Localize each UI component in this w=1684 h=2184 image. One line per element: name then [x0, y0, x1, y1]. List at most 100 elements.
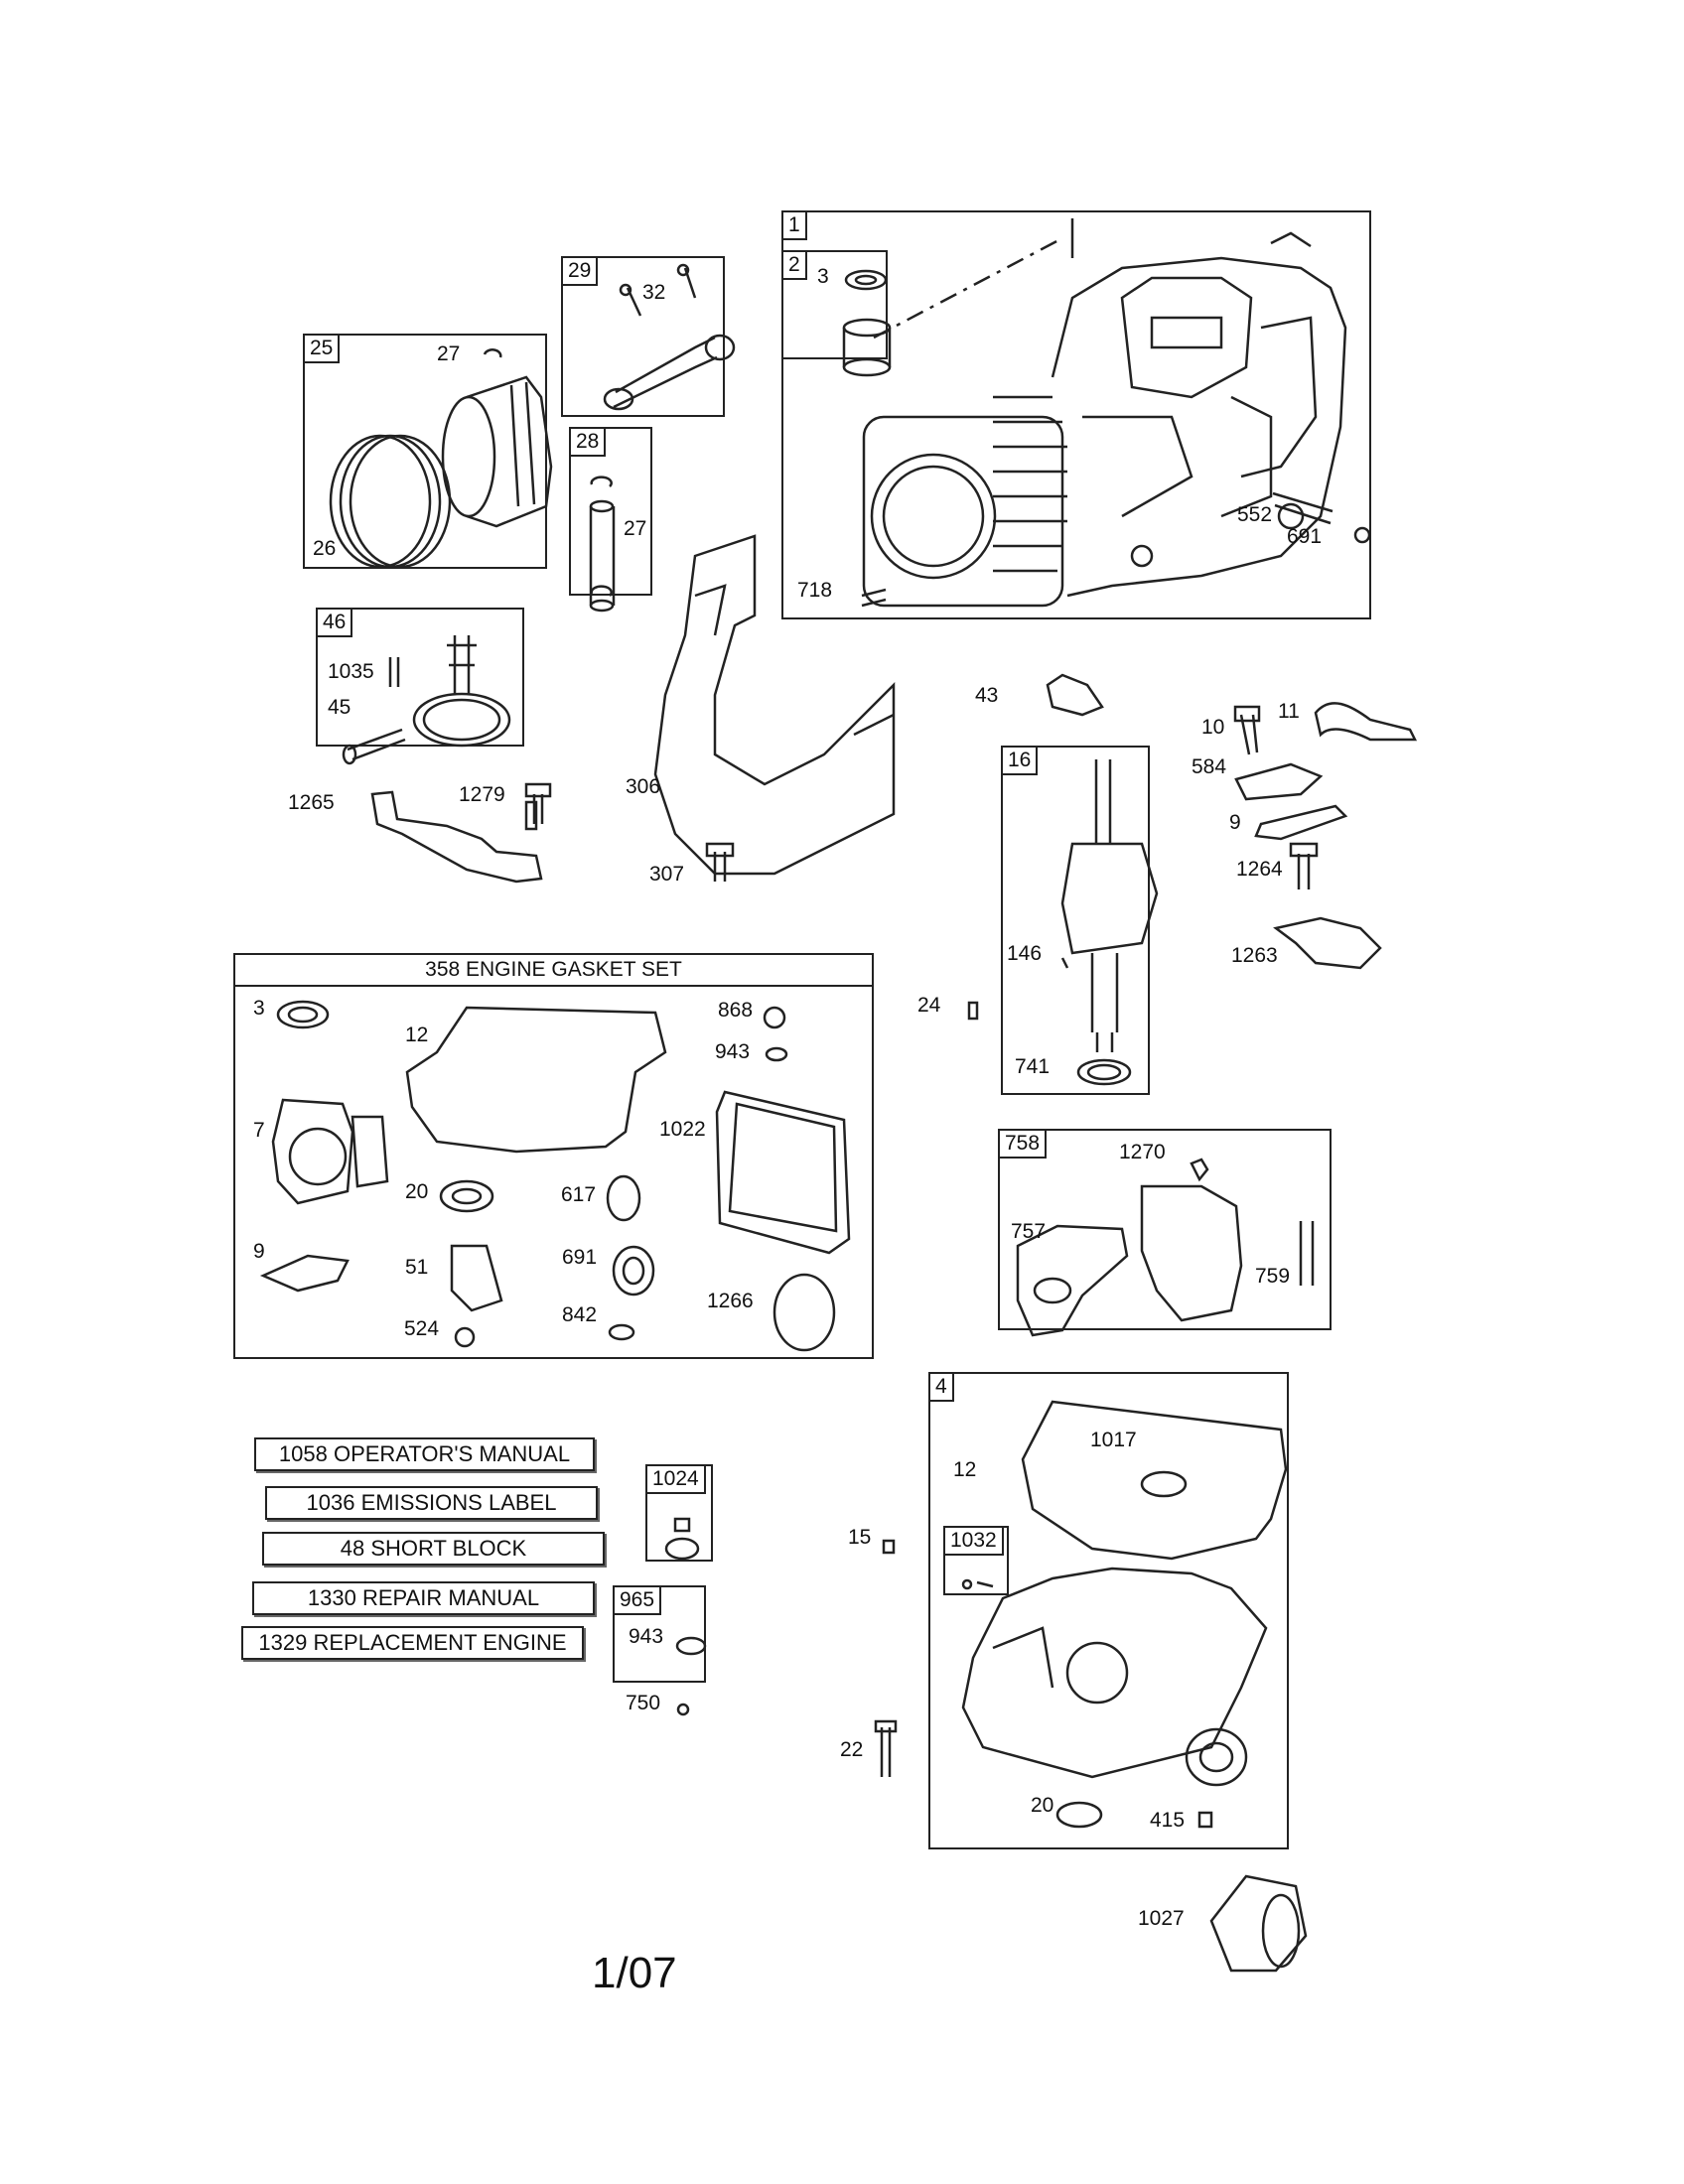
oil-filter-drawing [1209, 1874, 1308, 1973]
part-label: 1035 [328, 660, 374, 683]
part-label: 524 [404, 1317, 440, 1340]
group-cylinder-tag: 1 [781, 210, 807, 240]
group-cylinder-box: 1 [781, 210, 1371, 619]
part-label: 584 [1192, 755, 1227, 778]
group-sleeve-tag: 2 [781, 250, 807, 280]
oil-sump-drawing [961, 1400, 1288, 1829]
connecting-rod-drawing [603, 263, 736, 411]
group-1032-box: 1032 [943, 1526, 1009, 1595]
part-label: 27 [624, 517, 647, 540]
dowel-24-drawing [967, 1001, 979, 1021]
part-label: 20 [405, 1180, 429, 1203]
kit-short-block: 48 SHORT BLOCK [262, 1532, 605, 1566]
bolt-1279-drawing [524, 782, 552, 824]
part-label: 22 [840, 1738, 864, 1761]
part-label: 51 [405, 1256, 429, 1279]
group-cam-box: 46 [316, 608, 524, 747]
gasket-set-drawings [259, 1000, 851, 1352]
small-kit-parts-drawing [664, 1517, 994, 1716]
part-label: 943 [715, 1040, 751, 1063]
group-piston-box: 25 [303, 334, 547, 569]
kit-replacement-engine: 1329 REPLACEMENT ENGINE [241, 1626, 584, 1660]
part-label: 750 [626, 1692, 661, 1714]
dowel-and-pin-drawing [861, 491, 1371, 608]
part-label: 12 [953, 1458, 977, 1481]
part-label: 617 [561, 1183, 597, 1206]
part-label: 32 [642, 281, 666, 304]
group-sump-box: 4 [928, 1372, 1289, 1849]
cylinder-block-drawing [862, 218, 1347, 608]
group-rod-tag: 29 [561, 256, 599, 286]
group-rod-box: 29 [561, 256, 725, 417]
group-sleeve-box: 2 [781, 250, 888, 359]
part-label: 3 [817, 265, 829, 288]
air-guide-drawing [653, 534, 896, 876]
part-label: 10 [1201, 716, 1225, 739]
group-1024-tag: 1024 [645, 1464, 706, 1494]
part-label: 1263 [1231, 944, 1278, 967]
group-pin-tag: 28 [569, 427, 607, 457]
part-label: 943 [629, 1625, 664, 1648]
bolt-307-drawing [705, 842, 735, 882]
part-label: 741 [1015, 1055, 1051, 1078]
gasket-set-title: 358 ENGINE GASKET SET [235, 955, 872, 987]
part-label: 718 [797, 579, 833, 602]
kit-repair-manual: 1330 REPAIR MANUAL [252, 1581, 595, 1615]
part-label: 1279 [459, 783, 505, 806]
part-label: 1264 [1236, 858, 1283, 881]
kit-operators-manual: 1058 OPERATOR'S MANUAL [254, 1437, 595, 1471]
part-label: 11 [1278, 700, 1300, 723]
part-label: 415 [1150, 1809, 1186, 1832]
bracket-drawing [370, 790, 543, 884]
part-label: 12 [405, 1024, 429, 1046]
part-label: 45 [328, 696, 351, 719]
part-label: 552 [1237, 503, 1273, 526]
part-label: 146 [1007, 942, 1043, 965]
part-label: 7 [253, 1119, 265, 1142]
group-cam-tag: 46 [316, 608, 353, 637]
group-governor-tag: 758 [998, 1129, 1048, 1159]
group-965-box: 965 [613, 1585, 706, 1683]
part-label: 1270 [1119, 1141, 1166, 1163]
group-1024-box: 1024 [645, 1464, 713, 1562]
plug-15-drawing [882, 1539, 896, 1555]
part-label: 842 [562, 1303, 598, 1326]
part-label: 691 [562, 1246, 598, 1269]
part-label: 307 [649, 863, 685, 886]
page-number: 1/07 [592, 1949, 677, 1997]
part-label: 26 [313, 537, 337, 560]
bolt-22-drawing [874, 1719, 898, 1777]
part-label: 757 [1011, 1220, 1047, 1243]
governor-bracket-drawing [1016, 1158, 1315, 1337]
group-965-tag: 965 [613, 1585, 662, 1615]
part-label: 1017 [1090, 1429, 1137, 1451]
part-label: 1265 [288, 791, 335, 814]
group-piston-tag: 25 [303, 334, 341, 363]
part-label: 43 [975, 684, 999, 707]
gasket-set-panel: 358 ENGINE GASKET SET [233, 953, 874, 1359]
part-label: 691 [1287, 525, 1323, 548]
kit-emissions-label: 1036 EMISSIONS LABEL [265, 1486, 598, 1520]
part-label: 868 [718, 999, 754, 1022]
part-label: 15 [848, 1526, 872, 1549]
group-sump-tag: 4 [928, 1372, 954, 1402]
part-label: 3 [253, 997, 265, 1020]
group-pin-box: 28 [569, 427, 652, 596]
part-label: 9 [1229, 811, 1241, 834]
governor-drawing [1046, 673, 1104, 717]
group-governor-box: 758 [998, 1129, 1332, 1330]
wrist-pin-drawing [589, 476, 616, 613]
group-crankshaft-tag: 16 [1001, 746, 1039, 775]
crankshaft-drawing [1060, 759, 1159, 1086]
breather-assembly-drawing [1233, 702, 1418, 970]
part-label: 20 [1031, 1794, 1054, 1817]
part-label: 759 [1255, 1265, 1291, 1288]
group-1032-tag: 1032 [943, 1526, 1004, 1556]
part-label: 306 [626, 775, 661, 798]
part-label: 1022 [659, 1118, 706, 1141]
part-label: 27 [437, 342, 461, 365]
group-crankshaft-box: 16 [1001, 746, 1150, 1095]
part-label: 1266 [707, 1290, 754, 1312]
